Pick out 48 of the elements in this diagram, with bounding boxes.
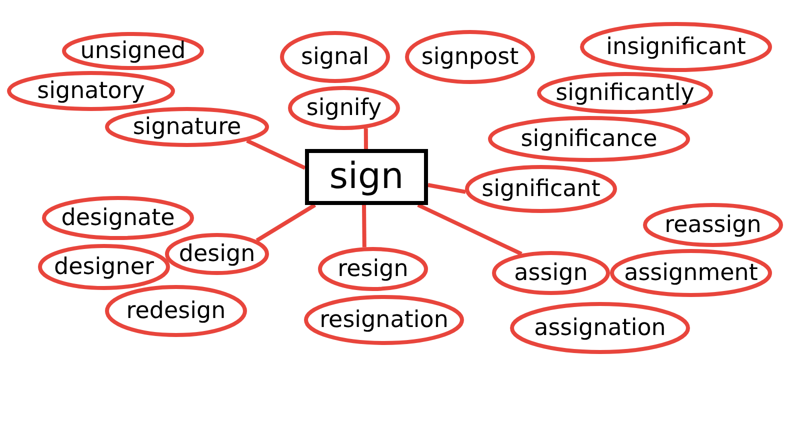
word-oval (318, 247, 428, 291)
word-oval (7, 71, 175, 111)
word-label: resignation (320, 308, 448, 332)
word-oval (405, 30, 535, 84)
word-oval (580, 22, 772, 72)
connector-line (256, 203, 316, 242)
word-oval (492, 251, 610, 295)
word-label: significant (482, 178, 600, 200)
root-word: sign (329, 159, 404, 195)
word-label: signatory (37, 80, 145, 102)
word-oval (465, 165, 617, 213)
root-word-box (305, 149, 428, 205)
word-oval (510, 302, 690, 354)
word-oval (288, 86, 400, 130)
word-label: significance (520, 128, 658, 150)
word-label: signpost (421, 46, 519, 68)
word-oval (643, 203, 783, 247)
word-oval (610, 249, 772, 297)
word-label: assign (514, 262, 588, 284)
word-label: signature (132, 116, 242, 138)
word-label: assignment (624, 262, 758, 284)
word-oval (62, 32, 204, 70)
word-label: signal (300, 46, 370, 68)
word-label: unsigned (80, 40, 186, 62)
word-oval (488, 116, 690, 162)
word-oval (537, 72, 713, 114)
connector-line (417, 203, 522, 256)
word-label: reassign (664, 214, 762, 236)
word-label: signify (306, 96, 382, 120)
word-label: designer (54, 256, 154, 278)
word-label: redesign (126, 300, 226, 322)
word-oval (38, 244, 170, 290)
word-oval (280, 31, 390, 83)
word-oval (42, 196, 194, 240)
word-label: assignation (534, 316, 666, 340)
connector-line (362, 204, 366, 248)
word-oval (304, 295, 464, 345)
word-oval (105, 285, 247, 337)
word-oval (165, 233, 269, 275)
word-oval (105, 107, 269, 147)
word-label: insignificant (606, 36, 746, 58)
word-label: significantly (556, 82, 694, 104)
connector-line (428, 183, 466, 194)
connector-line (364, 128, 368, 150)
connector-line (246, 138, 306, 170)
word-label: resign (338, 258, 408, 280)
word-label: designate (61, 206, 175, 230)
word-label: design (178, 242, 256, 266)
